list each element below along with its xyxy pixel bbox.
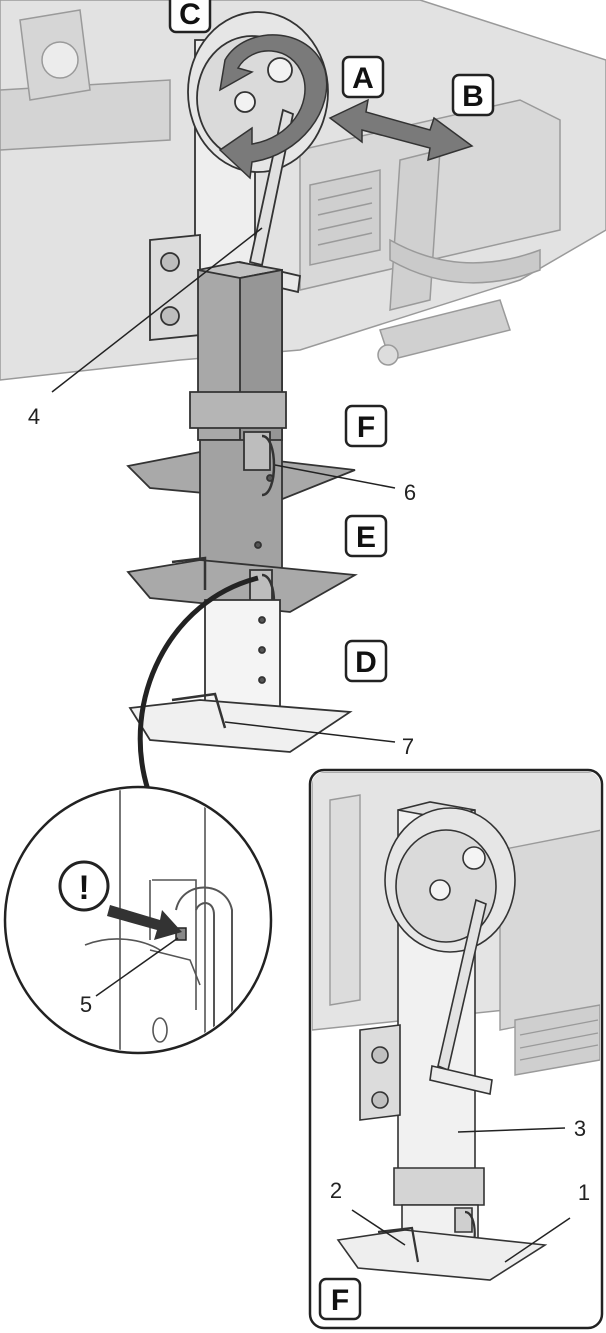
callout-3: 3 <box>574 1116 586 1141</box>
svg-text:F: F <box>331 1284 349 1317</box>
svg-text:!: ! <box>78 869 89 907</box>
svg-text:F: F <box>357 411 375 444</box>
svg-text:A: A <box>352 62 374 95</box>
detail-connector <box>137 575 259 791</box>
badge-f-main: F <box>344 404 388 448</box>
callout-7: 7 <box>402 734 414 759</box>
callout-6: 6 <box>404 480 416 505</box>
callout-2: 2 <box>330 1178 342 1203</box>
warning-icon: ! <box>58 860 110 912</box>
badge-a: A <box>341 55 385 99</box>
svg-text:B: B <box>462 80 484 113</box>
callout-1: 1 <box>578 1180 590 1205</box>
warning-pointer-arrow <box>107 905 182 940</box>
svg-text:C: C <box>179 0 201 31</box>
leader-lines-main <box>51 227 396 743</box>
badge-b: B <box>451 73 495 117</box>
badge-f-inset: F <box>318 1277 362 1321</box>
svg-text:E: E <box>356 521 376 554</box>
callout-4: 4 <box>28 404 40 429</box>
badge-c: C <box>168 0 212 34</box>
callout-5: 5 <box>80 992 92 1017</box>
inset-panel <box>308 768 604 1330</box>
slide-arrow <box>328 98 474 162</box>
rotation-arrow <box>218 34 328 180</box>
jack-main <box>126 11 358 753</box>
svg-text:D: D <box>355 646 377 679</box>
badge-e: E <box>344 514 388 558</box>
leader-5 <box>95 937 179 997</box>
badge-d: D <box>344 639 388 683</box>
